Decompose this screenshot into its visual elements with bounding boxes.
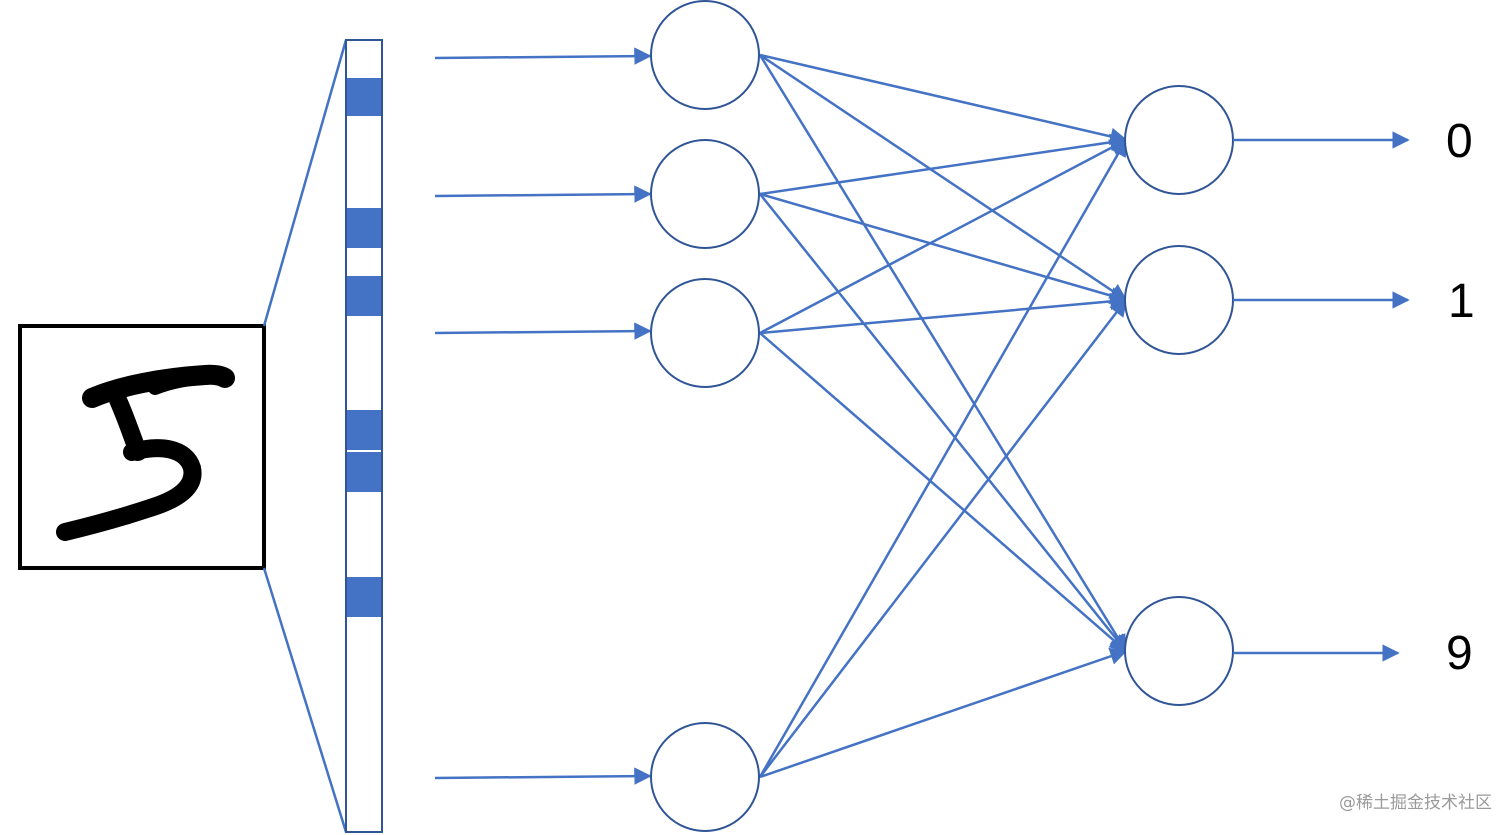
output-label-0: 0 [1446,115,1473,168]
connection [759,292,1128,335]
input-digit-image [18,324,266,570]
input-arrow [434,47,652,65]
pixel-cell [347,208,381,248]
output-layer [1124,85,1234,706]
input-arrows [434,47,652,785]
connection [759,193,1128,653]
pixel-cell [347,410,381,450]
output-label-9: 9 [1446,627,1473,680]
hidden-node [650,722,760,832]
connection [759,192,1128,305]
handwritten-digit-5-icon [56,364,235,541]
output-node [1124,245,1234,355]
projection-line-top [262,39,348,327]
connection [759,53,1128,145]
connection [759,647,1128,779]
pixel-cell [347,78,381,116]
input-vector [262,39,383,833]
output-label-1: 1 [1448,275,1475,328]
hidden-node [650,0,760,110]
output-arrows [1233,131,1410,662]
connection [759,138,1128,335]
connection [758,138,1128,778]
connection [759,133,1128,196]
input-arrow [434,767,652,785]
connection [758,54,1128,653]
pixel-cell [347,276,381,316]
hidden-layer [650,0,760,832]
connection [759,53,1128,302]
input-arrow [434,322,652,340]
projection-line-bottom [262,567,348,833]
hidden-node [650,139,760,249]
pixel-cell [347,452,381,492]
connection [759,332,1128,653]
output-node [1124,85,1234,195]
output-node [1124,596,1234,706]
hidden-node [650,278,760,388]
input-arrow [434,185,652,203]
watermark: @稀土掘金技术社区 [1339,793,1492,813]
connection [759,298,1128,778]
pixel-cell [347,577,381,617]
weight-connections [758,53,1128,779]
